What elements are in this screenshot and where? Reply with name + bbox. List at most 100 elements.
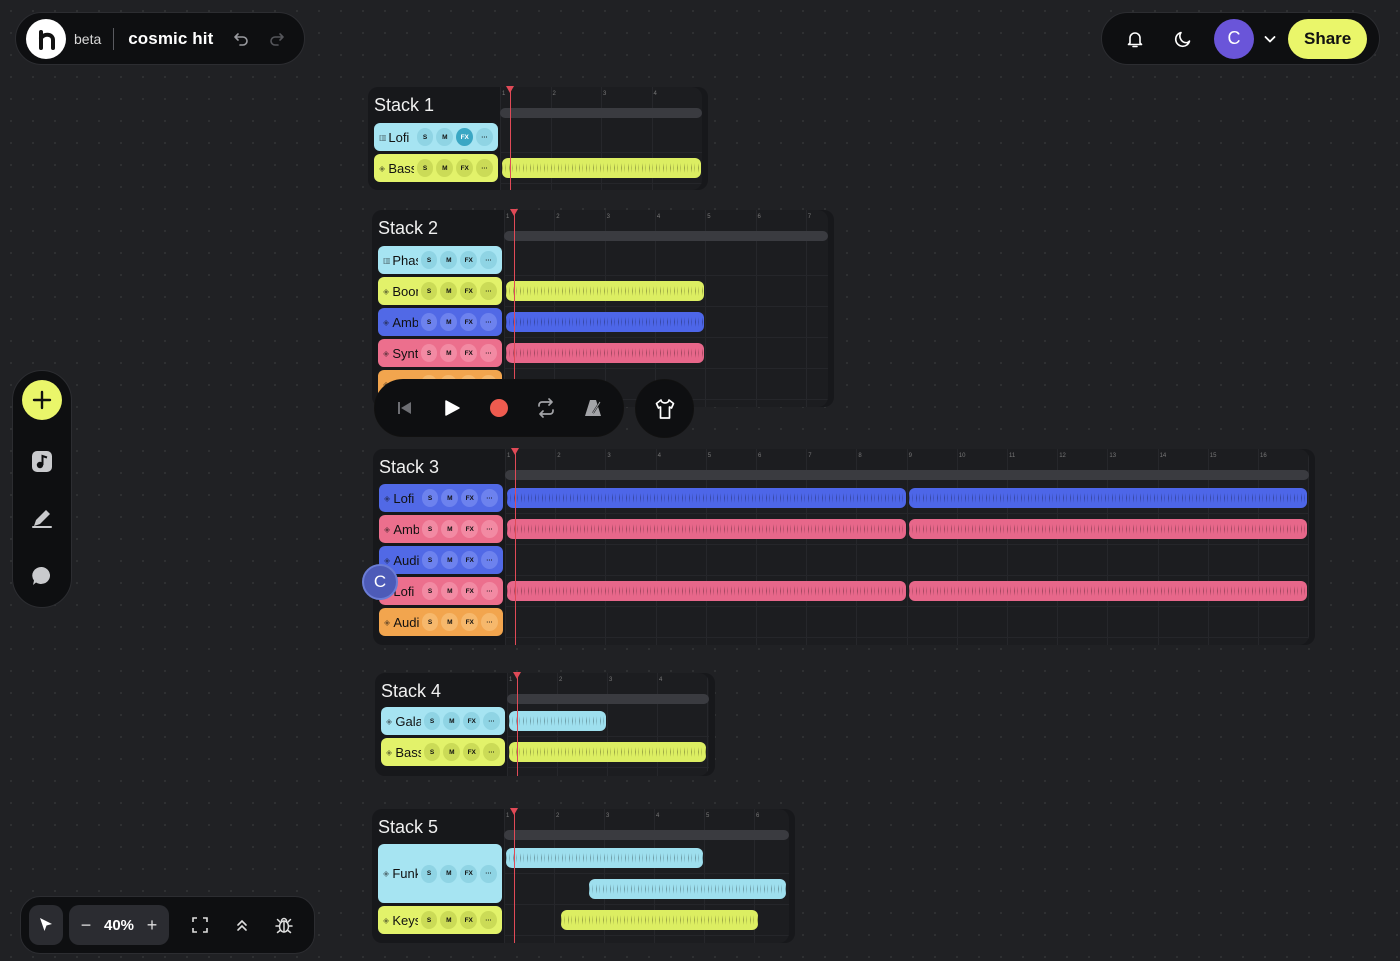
mute-button[interactable]: M — [440, 251, 458, 269]
more-options-button[interactable]: ··· — [476, 128, 493, 146]
solo-button[interactable]: S — [420, 251, 438, 269]
solo-button[interactable]: S — [416, 159, 434, 177]
fx-button[interactable]: FX — [463, 712, 481, 730]
project-name[interactable]: cosmic hit — [128, 28, 214, 48]
more-options-button[interactable]: ··· — [481, 582, 498, 600]
solo-button[interactable]: S — [420, 864, 438, 883]
zoom-in-button[interactable]: + — [146, 914, 158, 935]
audio-clip[interactable] — [507, 488, 906, 508]
playhead[interactable] — [513, 672, 521, 776]
track-name[interactable]: Bass — [388, 160, 413, 176]
more-options-button[interactable]: ··· — [481, 489, 498, 507]
stack-title[interactable]: Stack 1 — [374, 95, 435, 115]
audio-clip[interactable] — [506, 312, 705, 332]
more-options-button[interactable]: ··· — [481, 520, 498, 538]
track-name[interactable]: Boom — [392, 283, 417, 299]
music-file-icon[interactable] — [25, 444, 59, 478]
more-options-button[interactable]: ··· — [476, 159, 493, 177]
playhead[interactable] — [510, 808, 518, 943]
share-button[interactable]: Share — [1288, 18, 1368, 59]
track-name[interactable]: Ambient — [392, 314, 418, 330]
bug-icon[interactable] — [267, 908, 301, 942]
mute-button[interactable]: M — [440, 864, 458, 883]
mute-button[interactable]: M — [440, 911, 458, 929]
audio-clip[interactable] — [509, 711, 606, 731]
solo-button[interactable]: S — [421, 520, 439, 538]
fx-button[interactable]: FX — [460, 864, 478, 883]
mute-button[interactable]: M — [440, 344, 458, 362]
shirt-icon[interactable] — [635, 379, 694, 438]
track-header[interactable]: ◈BoomSMFX··· — [378, 277, 502, 305]
track-header[interactable]: ◈SynthSMFX··· — [378, 339, 502, 367]
cursor-icon[interactable] — [29, 905, 63, 945]
track-header[interactable]: ◈GalaxySMFX··· — [381, 707, 505, 735]
audio-clip[interactable] — [908, 519, 1308, 539]
logo-icon[interactable] — [26, 18, 66, 59]
pen-icon[interactable] — [25, 501, 59, 535]
audio-clip[interactable] — [588, 879, 786, 899]
solo-button[interactable]: S — [423, 743, 441, 761]
more-options-button[interactable]: ··· — [480, 344, 497, 362]
fx-button[interactable]: FX — [461, 489, 479, 507]
mute-button[interactable]: M — [441, 489, 459, 507]
mute-button[interactable]: M — [436, 159, 454, 177]
metronome-icon[interactable] — [577, 392, 609, 424]
more-options-button[interactable]: ··· — [481, 551, 498, 569]
record-icon[interactable] — [483, 392, 515, 424]
track-name[interactable]: Ambient — [393, 521, 419, 537]
loop-region-bar[interactable] — [500, 108, 702, 118]
chat-bubble-icon[interactable] — [25, 559, 59, 593]
solo-button[interactable]: S — [420, 344, 438, 362]
track-name[interactable]: Audio — [393, 552, 419, 568]
playhead[interactable] — [510, 209, 518, 407]
track-name[interactable]: Lofi — [393, 490, 415, 506]
fx-button[interactable]: FX — [461, 520, 479, 538]
track-name[interactable]: Audio — [393, 614, 419, 630]
loop-region-bar[interactable] — [504, 231, 828, 241]
more-options-button[interactable]: ··· — [483, 743, 500, 761]
mute-button[interactable]: M — [441, 551, 459, 569]
mute-button[interactable]: M — [441, 613, 459, 631]
zoom-out-button[interactable]: − — [80, 914, 92, 935]
stack-title[interactable]: Stack 3 — [379, 457, 440, 477]
more-options-button[interactable]: ··· — [483, 712, 500, 730]
stack-title[interactable]: Stack 5 — [378, 817, 439, 837]
more-options-button[interactable]: ··· — [480, 313, 497, 331]
fx-button[interactable]: FX — [460, 344, 478, 362]
skip-back-icon[interactable] — [389, 392, 421, 424]
redo-icon[interactable] — [263, 25, 291, 53]
mute-button[interactable]: M — [436, 128, 454, 146]
loop-region-bar[interactable] — [507, 694, 709, 704]
solo-button[interactable]: S — [420, 282, 438, 300]
audio-clip[interactable] — [561, 910, 758, 930]
solo-button[interactable]: S — [421, 489, 439, 507]
fx-button[interactable]: FX — [456, 128, 474, 146]
fx-button[interactable]: FX — [460, 251, 478, 269]
mute-button[interactable]: M — [440, 282, 458, 300]
playhead[interactable] — [511, 448, 519, 645]
fx-button[interactable]: FX — [463, 743, 481, 761]
audio-clip[interactable] — [908, 488, 1308, 508]
solo-button[interactable]: S — [420, 313, 438, 331]
track-name[interactable]: Bass — [395, 744, 420, 760]
solo-button[interactable]: S — [421, 582, 439, 600]
more-options-button[interactable]: ··· — [480, 864, 497, 883]
undo-icon[interactable] — [227, 25, 255, 53]
track-header[interactable]: ◈FunkSMFX··· — [378, 844, 502, 903]
track-header[interactable]: ◈BassSMFX··· — [374, 154, 498, 182]
track-name[interactable]: Lofi — [388, 129, 410, 145]
track-name[interactable]: Lofi — [393, 583, 415, 599]
track-name[interactable]: Galaxy — [395, 713, 421, 729]
track-name[interactable]: Phase — [392, 252, 417, 268]
track-header[interactable]: ◈AmbientSMFX··· — [378, 308, 502, 336]
solo-button[interactable]: S — [421, 613, 439, 631]
fx-button[interactable]: FX — [456, 159, 474, 177]
audio-clip[interactable] — [507, 581, 906, 601]
track-header[interactable]: ◈AmbientSMFX··· — [379, 515, 503, 543]
track-header[interactable]: ◈AudioSMFX··· — [379, 546, 503, 574]
solo-button[interactable]: S — [421, 551, 439, 569]
